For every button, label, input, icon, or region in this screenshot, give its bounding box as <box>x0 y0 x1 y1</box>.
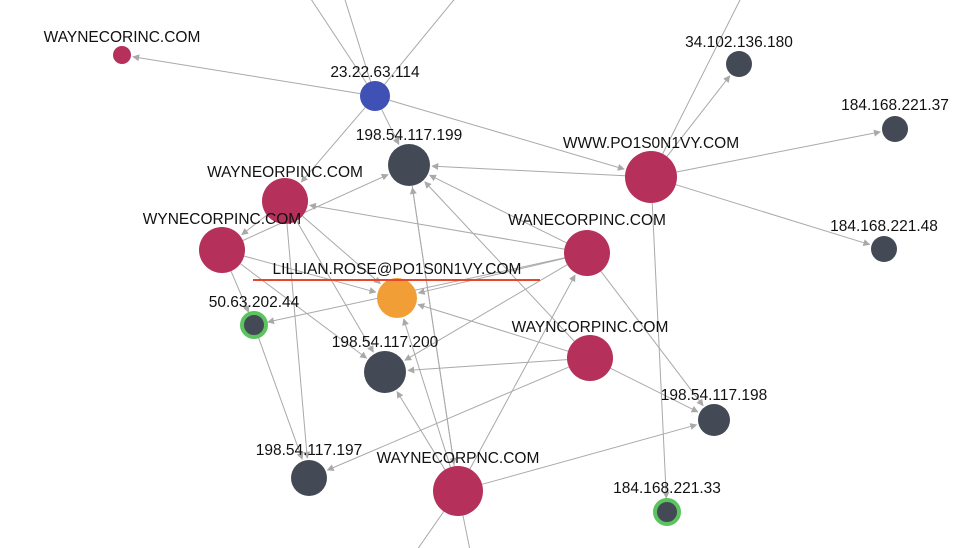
edge-www_po1s0n1vy-to-ip_198_199 <box>431 162 626 177</box>
node-label-ip-34-102: 34.102.136.180 <box>685 34 793 51</box>
edge-wane_corpinc-to-ip_198_198 <box>600 271 704 407</box>
node-label-ip-184-33: 184.168.221.33 <box>613 480 721 497</box>
graph-edges <box>132 0 881 548</box>
edge-offscreen-ip_23_22-2 <box>374 0 455 97</box>
edge-ip_23_22-to-ip_198_199 <box>381 109 400 145</box>
node-label-ip-198-199: 198.54.117.199 <box>356 127 463 144</box>
node-label-ip-184-37: 184.168.221.37 <box>841 97 949 114</box>
edge-wane_corpinc-to-ip_198_200 <box>404 264 568 361</box>
edge-www_po1s0n1vy-to-ip_34_102 <box>666 75 731 157</box>
edge-wayne_corpnc-to-email_lillian <box>402 318 451 468</box>
edge-wayn_corpinc-to-ip_198_198 <box>610 367 699 413</box>
edge-wyne_corpinc-to-ip_50_63 <box>230 270 250 313</box>
edge-wayn_corpinc-to-email_lillian <box>417 303 569 352</box>
node-label-www-po1s0n1vy: WWW.PO1S0N1VY.COM <box>563 135 739 152</box>
edge-wayne_orpinc-to-ip_198_197 <box>286 223 311 459</box>
edge-offscreen-www_po1s0n1vy-3 <box>650 0 741 178</box>
node-ip-198-197[interactable] <box>291 460 327 496</box>
edge-wane_corpinc-to-email_lillian <box>417 257 565 295</box>
edge-wayne_corpnc-to-ip_198_198 <box>481 423 698 485</box>
edge-www_po1s0n1vy-to-ip_184_48 <box>675 184 871 247</box>
node-label-wane-corpinc: WANECORPINC.COM <box>508 212 666 229</box>
node-ip-184-37[interactable] <box>882 116 908 142</box>
graph-labels: WAYNECORINC.COM 23.22.63.114 34.102.136.18… <box>44 29 949 497</box>
edge-www_po1s0n1vy-to-ip_184_33 <box>651 202 670 499</box>
node-ip-198-199[interactable] <box>388 144 430 186</box>
edge-wyne_corpinc-to-email_lillian <box>244 255 377 294</box>
node-label-email-lillian: LILLIAN.ROSE@PO1S0N1VY.COM <box>273 261 522 278</box>
node-label-ip-198-197: 198.54.117.197 <box>256 442 363 459</box>
edge-ip_23_22-to-wayne_corinc <box>132 54 361 95</box>
edge-ip_50_63-to-ip_198_197 <box>257 336 304 460</box>
node-wayne-corpnc[interactable] <box>433 466 483 516</box>
node-ip-184-33[interactable] <box>653 498 681 526</box>
node-wayn-corpinc[interactable] <box>567 335 613 381</box>
edge-offscreen-ip_23_22-1 <box>344 0 376 97</box>
node-label-ip-198-200: 198.54.117.200 <box>332 334 439 351</box>
graph-nodes <box>113 46 908 526</box>
node-www-po1s0n1vy[interactable] <box>625 151 677 203</box>
node-ip-184-48[interactable] <box>871 236 897 262</box>
node-label-wayne-orpinc: WAYNEORPINC.COM <box>207 164 363 181</box>
edge-offscreen-ip_23_22-0 <box>311 0 376 97</box>
edge-wayne_orpinc-to-ip_198_200 <box>296 220 374 353</box>
edge-ip_198_199-to-wayne_corpnc <box>411 185 457 465</box>
node-label-ip-23-22: 23.22.63.114 <box>330 64 420 81</box>
node-wayne-corinc[interactable] <box>113 46 131 64</box>
edge-wayn_corpinc-to-ip_198_199 <box>424 181 575 342</box>
node-wane-corpinc[interactable] <box>564 230 610 276</box>
node-label-wyne-corpinc: WYNECORPINC.COM <box>143 211 301 228</box>
node-ip-23-22[interactable] <box>360 81 390 111</box>
edge-wayne_orpinc-to-wyne_corpinc <box>241 214 268 236</box>
edge-wayne_corpnc-to-ip_198_200 <box>396 391 446 470</box>
node-wyne-corpinc[interactable] <box>199 227 245 273</box>
node-email-lillian[interactable] <box>377 278 417 318</box>
edge-wayn_corpinc-to-ip_198_197 <box>326 366 570 471</box>
edge-www_po1s0n1vy-to-ip_184_37 <box>676 129 881 173</box>
node-label-wayn-corpinc: WAYNCORPINC.COM <box>512 319 669 336</box>
node-ip-198-200[interactable] <box>364 351 406 393</box>
node-label-wayne-corinc: WAYNECORINC.COM <box>44 29 201 46</box>
edge-wayne_corpnc-to-wane_corpinc <box>469 274 576 470</box>
edge-wayne_orpinc-to-email_lillian <box>302 215 381 285</box>
node-label-ip-50-63: 50.63.202.44 <box>209 294 300 311</box>
edge-wane_corpinc-to-wayne_orpinc <box>308 202 565 250</box>
node-label-ip-184-48: 184.168.221.48 <box>830 218 938 235</box>
node-ip-198-198[interactable] <box>698 404 730 436</box>
edge-wane_corpinc-to-ip_50_63 <box>266 257 565 325</box>
node-ip-34-102[interactable] <box>726 51 752 77</box>
edge-wane_corpinc-to-ip_198_199 <box>428 174 567 244</box>
node-label-ip-198-198: 198.54.117.198 <box>661 387 768 404</box>
edge-wayn_corpinc-to-ip_198_200 <box>407 359 568 374</box>
edge-ip_23_22-to-wayne_orpinc <box>300 107 366 183</box>
node-ip-50-63[interactable] <box>240 311 268 339</box>
node-label-wayne-corpnc: WAYNECORPNC.COM <box>377 450 540 467</box>
node-wayne-orpinc[interactable] <box>262 178 308 224</box>
edge-ip_23_22-to-www_po1s0n1vy <box>389 99 625 171</box>
